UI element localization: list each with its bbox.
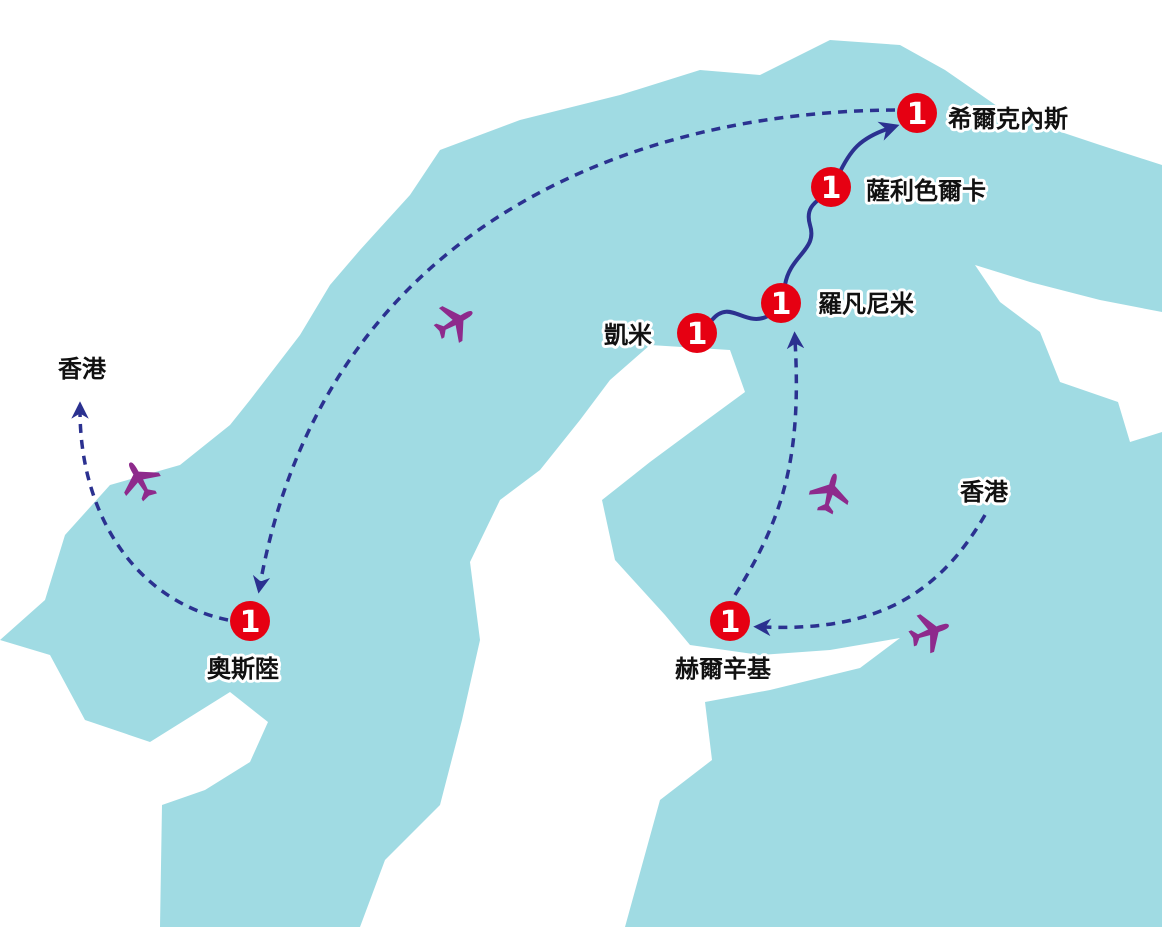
stop-nights: 1 <box>821 171 842 206</box>
stop-nights: 1 <box>687 317 708 352</box>
stop-helsinki[interactable]: 1 赫爾辛基 <box>672 601 775 686</box>
stop-label: 薩利色爾卡 <box>866 177 986 205</box>
route-kirkenes-oslo <box>252 108 896 594</box>
route-helsinki-rovaniemi <box>733 331 805 596</box>
route-kemi-rovaniemi <box>710 309 770 322</box>
stop-label: 赫爾辛基 <box>675 655 772 683</box>
stop-nights: 1 <box>771 287 792 322</box>
stop-oslo[interactable]: 1 奧斯陸 <box>204 601 282 686</box>
origin-label-left: 香港 <box>58 355 107 383</box>
stop-label: 希爾克內斯 <box>948 105 1068 133</box>
stop-saariselka[interactable]: 1 薩利色爾卡 <box>811 167 989 208</box>
skagerrak-sea <box>0 640 268 927</box>
stop-label: 凱米 <box>604 321 652 349</box>
stop-label: 羅凡尼米 <box>818 290 914 318</box>
origin-label-right: 香港 <box>960 478 1009 506</box>
stop-nights: 1 <box>907 97 928 132</box>
route-saariselka-kirkenes <box>836 121 900 178</box>
stop-nights: 1 <box>240 605 261 640</box>
stop-kirkenes[interactable]: 1 希爾克內斯 <box>897 93 1071 136</box>
route-hongkong-helsinki <box>753 514 987 637</box>
stop-label: 奧斯陸 <box>207 655 279 683</box>
stop-nights: 1 <box>720 605 741 640</box>
lakes <box>975 265 1162 442</box>
route-oslo-hongkong <box>71 401 229 622</box>
stop-kemi[interactable]: 1 凱米 <box>601 313 717 353</box>
gulf-of-bothnia <box>360 345 900 927</box>
stop-rovaniemi[interactable]: 1 羅凡尼米 <box>761 283 917 323</box>
norwegian-sea <box>0 0 1162 640</box>
